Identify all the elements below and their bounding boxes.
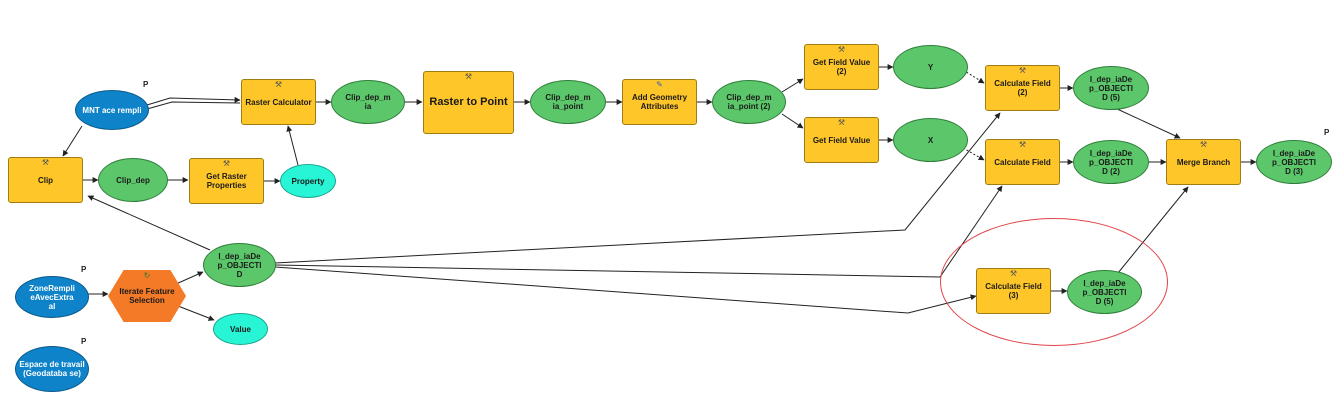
variable-i-dep-objectid-3[interactable]: I_dep_iaDe p_OBJECTI D (3) xyxy=(1256,140,1332,184)
node-label: Add Geometry Attributes xyxy=(631,93,688,111)
node-label: Get Field Value (2) xyxy=(812,58,871,76)
edge-mnt-clip xyxy=(62,125,83,157)
node-label: Clip xyxy=(37,175,54,185)
tool-get-raster-properties[interactable]: ⚒ Get Raster Properties xyxy=(189,158,264,204)
highlight-circle xyxy=(940,218,1168,346)
parameter-marker: P xyxy=(81,265,87,274)
hammer-icon: ⚒ xyxy=(222,159,231,168)
node-label: Raster Calculator xyxy=(245,97,312,107)
edge-iterate-idep xyxy=(175,271,204,285)
tool-raster-to-point[interactable]: ⚒ Raster to Point xyxy=(423,71,514,134)
variable-clip-dep-mia[interactable]: Clip_dep_m ia xyxy=(331,80,405,124)
hammer-icon: ⚒ xyxy=(41,158,50,167)
tool-calculate-field-2[interactable]: ⚒ Calculate Field (2) xyxy=(985,65,1060,111)
hammer-icon: ⚒ xyxy=(837,118,846,127)
edge-property-rastercalc xyxy=(286,125,299,166)
variable-clip-dep-mia-point[interactable]: Clip_dep_m ia_point xyxy=(530,80,606,124)
node-label: Clip_dep xyxy=(116,175,150,185)
node-label: I_dep_iaDe p_OBJECTI D (2) xyxy=(1088,148,1133,176)
variable-property[interactable]: Property xyxy=(280,164,336,198)
variable-value[interactable]: Value xyxy=(213,313,268,345)
script-icon: ✎ xyxy=(656,80,663,89)
loop-icon: ↻ xyxy=(143,271,151,280)
iterator-iterate-feature-selection[interactable]: ↻ Iterate Feature Selection xyxy=(108,270,186,322)
edge-iterate-value xyxy=(177,305,215,321)
hammer-icon: ⚒ xyxy=(837,45,846,54)
edge-idep5a-merge xyxy=(1114,107,1181,139)
variable-i-dep-objectid-5-top[interactable]: I_dep_iaDe p_OBJECTI D (5) xyxy=(1073,66,1149,110)
input-mnt-ace-rempli[interactable]: MNT ace rempli xyxy=(75,90,149,130)
parameter-marker: P xyxy=(1324,128,1330,137)
hammer-icon: ⚒ xyxy=(1199,140,1208,149)
parameter-marker: P xyxy=(143,80,149,89)
node-label: Clip_dep_m ia xyxy=(345,93,391,111)
tool-add-geometry-attributes[interactable]: ✎ Add Geometry Attributes xyxy=(622,79,697,125)
hammer-icon: ⚒ xyxy=(274,80,283,89)
node-label: Clip_dep_m ia_point xyxy=(545,93,591,111)
variable-y[interactable]: Y xyxy=(893,45,968,89)
hammer-icon: ⚒ xyxy=(464,72,473,81)
hammer-icon: ⚒ xyxy=(1018,140,1027,149)
node-label: Clip_dep_m ia_point (2) xyxy=(726,93,772,111)
parameter-marker: P xyxy=(81,337,87,346)
edge-idep-calc2 xyxy=(274,112,1001,264)
node-label: Espace de travail (Geodataba se) xyxy=(19,360,85,378)
edge-clipdepmiapoint2-getfield2 xyxy=(781,78,804,93)
tool-get-field-value[interactable]: ⚒ Get Field Value xyxy=(804,117,879,163)
variable-x[interactable]: X xyxy=(893,118,968,162)
node-label: ZoneRempli eAvecExtra al xyxy=(29,283,75,311)
node-label: Merge Branch xyxy=(1176,157,1231,167)
input-espace-de-travail[interactable]: Espace de travail (Geodataba se) xyxy=(15,346,89,392)
edge-idep-calc3 xyxy=(274,266,977,314)
edge-idep-clip xyxy=(87,195,211,251)
node-label: Get Raster Properties xyxy=(206,172,247,190)
variable-i-dep-objectid[interactable]: I_dep_iaDe p_OBJECTI D xyxy=(203,243,276,287)
node-label: X xyxy=(927,135,934,145)
edge-idep-calc xyxy=(274,185,1003,278)
node-label: I_dep_iaDe p_OBJECTI D (3) xyxy=(1271,148,1316,176)
edge-mnt-rastercalc xyxy=(146,96,241,106)
node-label: Value xyxy=(230,324,251,334)
tool-raster-calculator[interactable]: ⚒ Raster Calculator xyxy=(241,79,316,125)
tool-calculate-field[interactable]: ⚒ Calculate Field xyxy=(985,139,1060,185)
edge-mnt-rastercalc-b xyxy=(146,101,241,110)
input-zone-rempli[interactable]: ZoneRempli eAvecExtra al xyxy=(15,276,89,318)
node-label: I_dep_iaDe p_OBJECTI D xyxy=(217,251,262,279)
node-label: Get Field Value xyxy=(812,135,871,145)
node-label: Y xyxy=(927,62,934,72)
edge-clipdepmiapoint2-getfield xyxy=(781,113,804,129)
tool-clip[interactable]: ⚒ Clip xyxy=(8,157,83,203)
tool-merge-branch[interactable]: ⚒ Merge Branch xyxy=(1166,139,1241,185)
node-label: Property xyxy=(291,176,325,186)
edge-x-calc xyxy=(962,147,985,161)
variable-i-dep-objectid-2[interactable]: I_dep_iaDe p_OBJECTI D (2) xyxy=(1073,140,1149,184)
variable-clip-dep[interactable]: Clip_dep xyxy=(98,158,168,202)
variable-clip-dep-mia-point-2[interactable]: Clip_dep_m ia_point (2) xyxy=(712,80,786,124)
node-label: Calculate Field xyxy=(994,157,1051,167)
node-label: MNT ace rempli xyxy=(82,105,142,115)
tool-get-field-value-2[interactable]: ⚒ Get Field Value (2) xyxy=(804,44,879,90)
node-label: Raster to Point xyxy=(429,96,508,108)
hammer-icon: ⚒ xyxy=(1018,66,1027,75)
node-label: I_dep_iaDe p_OBJECTI D (5) xyxy=(1088,74,1133,102)
node-label: Iterate Feature Selection xyxy=(119,287,175,305)
node-label: Calculate Field (2) xyxy=(994,79,1051,97)
